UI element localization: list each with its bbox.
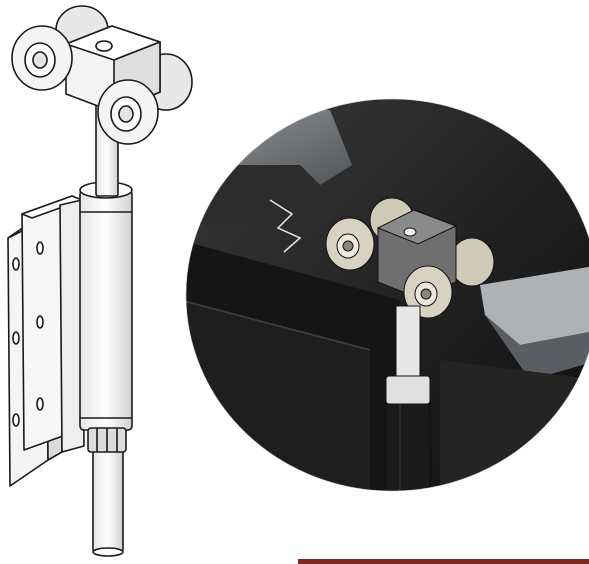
hanger-rod-icon bbox=[92, 439, 124, 557]
bottom-accent-bar bbox=[298, 559, 589, 564]
rod-sleeve bbox=[79, 181, 133, 453]
mounting-bracket-icon bbox=[7, 195, 85, 487]
detail-view-circle-icon bbox=[186, 99, 589, 491]
hanger-assembly-drawing bbox=[7, 5, 193, 557]
roller-carriage-icon bbox=[11, 5, 193, 145]
detail-roller-carriage bbox=[325, 197, 495, 491]
